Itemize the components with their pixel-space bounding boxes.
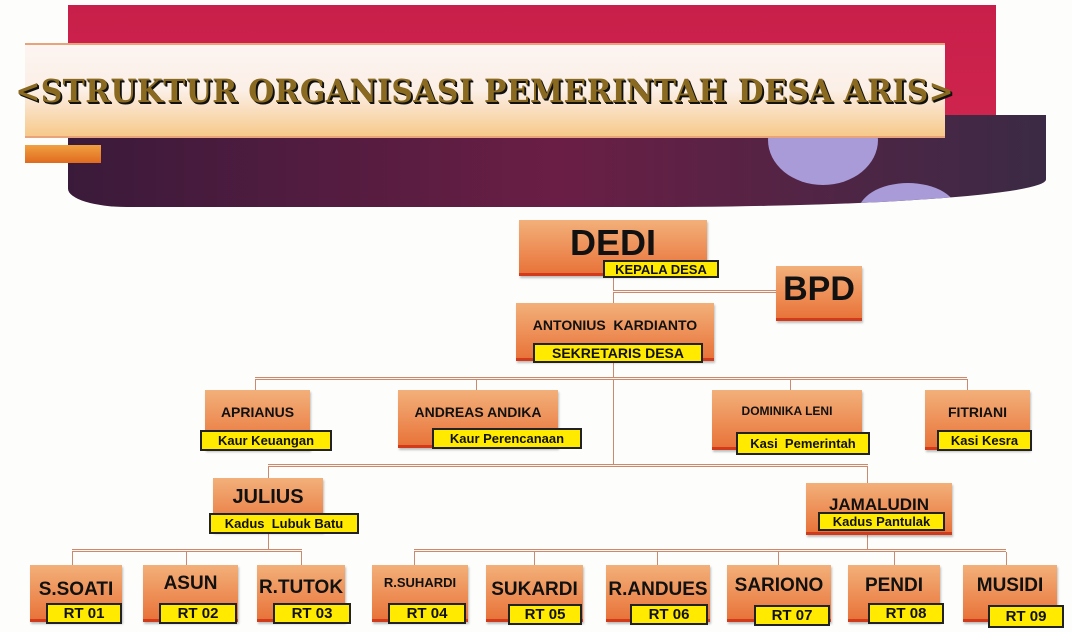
- connector: [867, 533, 868, 550]
- connector: [301, 552, 302, 566]
- connector: [186, 552, 187, 566]
- connector: [414, 549, 1006, 552]
- node-name: DEDI: [569, 222, 656, 263]
- role-label: RT 02: [159, 603, 237, 624]
- node-name: JAMALUDIN: [828, 495, 930, 514]
- node-name: R.SUHARDI: [383, 575, 457, 590]
- node-name: R.ANDUES: [608, 579, 708, 600]
- connector: [534, 552, 535, 566]
- node-name: MUSIDI: [976, 575, 1044, 596]
- connector: [790, 379, 791, 391]
- node-name: ASUN: [163, 573, 218, 594]
- connector: [1006, 552, 1007, 566]
- connector: [967, 379, 968, 391]
- connector: [268, 533, 269, 550]
- connector: [414, 552, 415, 566]
- node-name: DOMINIKA LENI: [741, 404, 833, 418]
- connector: [72, 552, 73, 566]
- node-name: ANTONIUS KARDIANTO: [532, 317, 698, 333]
- node-name: APRIANUS: [220, 404, 295, 420]
- connector: [476, 379, 477, 391]
- node-name: R.TUTOK: [258, 577, 344, 598]
- node-name: FITRIANI: [947, 404, 1008, 420]
- node-name: BPD: [783, 270, 855, 308]
- title-banner: <STRUKTUR ORGANISASI PEMERINTAH DESA ARI…: [16, 43, 954, 138]
- connector: [613, 362, 614, 466]
- node-name: JULIUS: [232, 486, 304, 508]
- role-label: RT 07: [754, 605, 830, 626]
- connector: [255, 377, 967, 380]
- connector: [613, 290, 776, 293]
- role-label: RT 06: [630, 604, 708, 625]
- role-label: Kadus Pantulak: [818, 512, 945, 531]
- node-name: PENDI: [864, 575, 924, 596]
- connector: [894, 552, 895, 566]
- role-label: RT 04: [388, 603, 466, 624]
- role-label: Kadus Lubuk Batu: [209, 513, 359, 534]
- connector: [657, 552, 658, 566]
- connector: [867, 466, 868, 484]
- decor-tab: [25, 145, 101, 163]
- role-label: Kaur Keuangan: [200, 430, 332, 451]
- connector: [268, 464, 868, 467]
- role-label: RT 05: [508, 604, 582, 625]
- node-name: ANDREAS ANDIKA: [414, 404, 542, 420]
- page-title: <STRUKTUR ORGANISASI PEMERINTAH DESA ARI…: [15, 71, 955, 110]
- node-name: SUKARDI: [491, 579, 578, 600]
- connector: [255, 379, 256, 391]
- role-label: KEPALA DESA: [603, 260, 719, 278]
- role-label: SEKRETARIS DESA: [533, 343, 703, 363]
- connector: [268, 466, 269, 479]
- role-label: Kaur Perencanaan: [432, 428, 582, 449]
- role-label: RT 01: [46, 603, 122, 624]
- role-label: RT 08: [868, 603, 944, 624]
- role-label: RT 03: [273, 603, 351, 624]
- role-label: RT 09: [988, 605, 1064, 628]
- connector: [72, 549, 302, 552]
- node-staff: ANDREAS ANDIKA: [398, 390, 558, 448]
- node-bpd: BPD: [776, 266, 862, 321]
- node-name: S.SOATI: [38, 579, 114, 600]
- connector: [778, 552, 779, 566]
- decor-circle: [858, 183, 958, 207]
- role-label: Kasi Kesra: [937, 430, 1032, 451]
- role-label: Kasi Pemerintah: [736, 432, 870, 455]
- node-name: SARIONO: [734, 575, 824, 596]
